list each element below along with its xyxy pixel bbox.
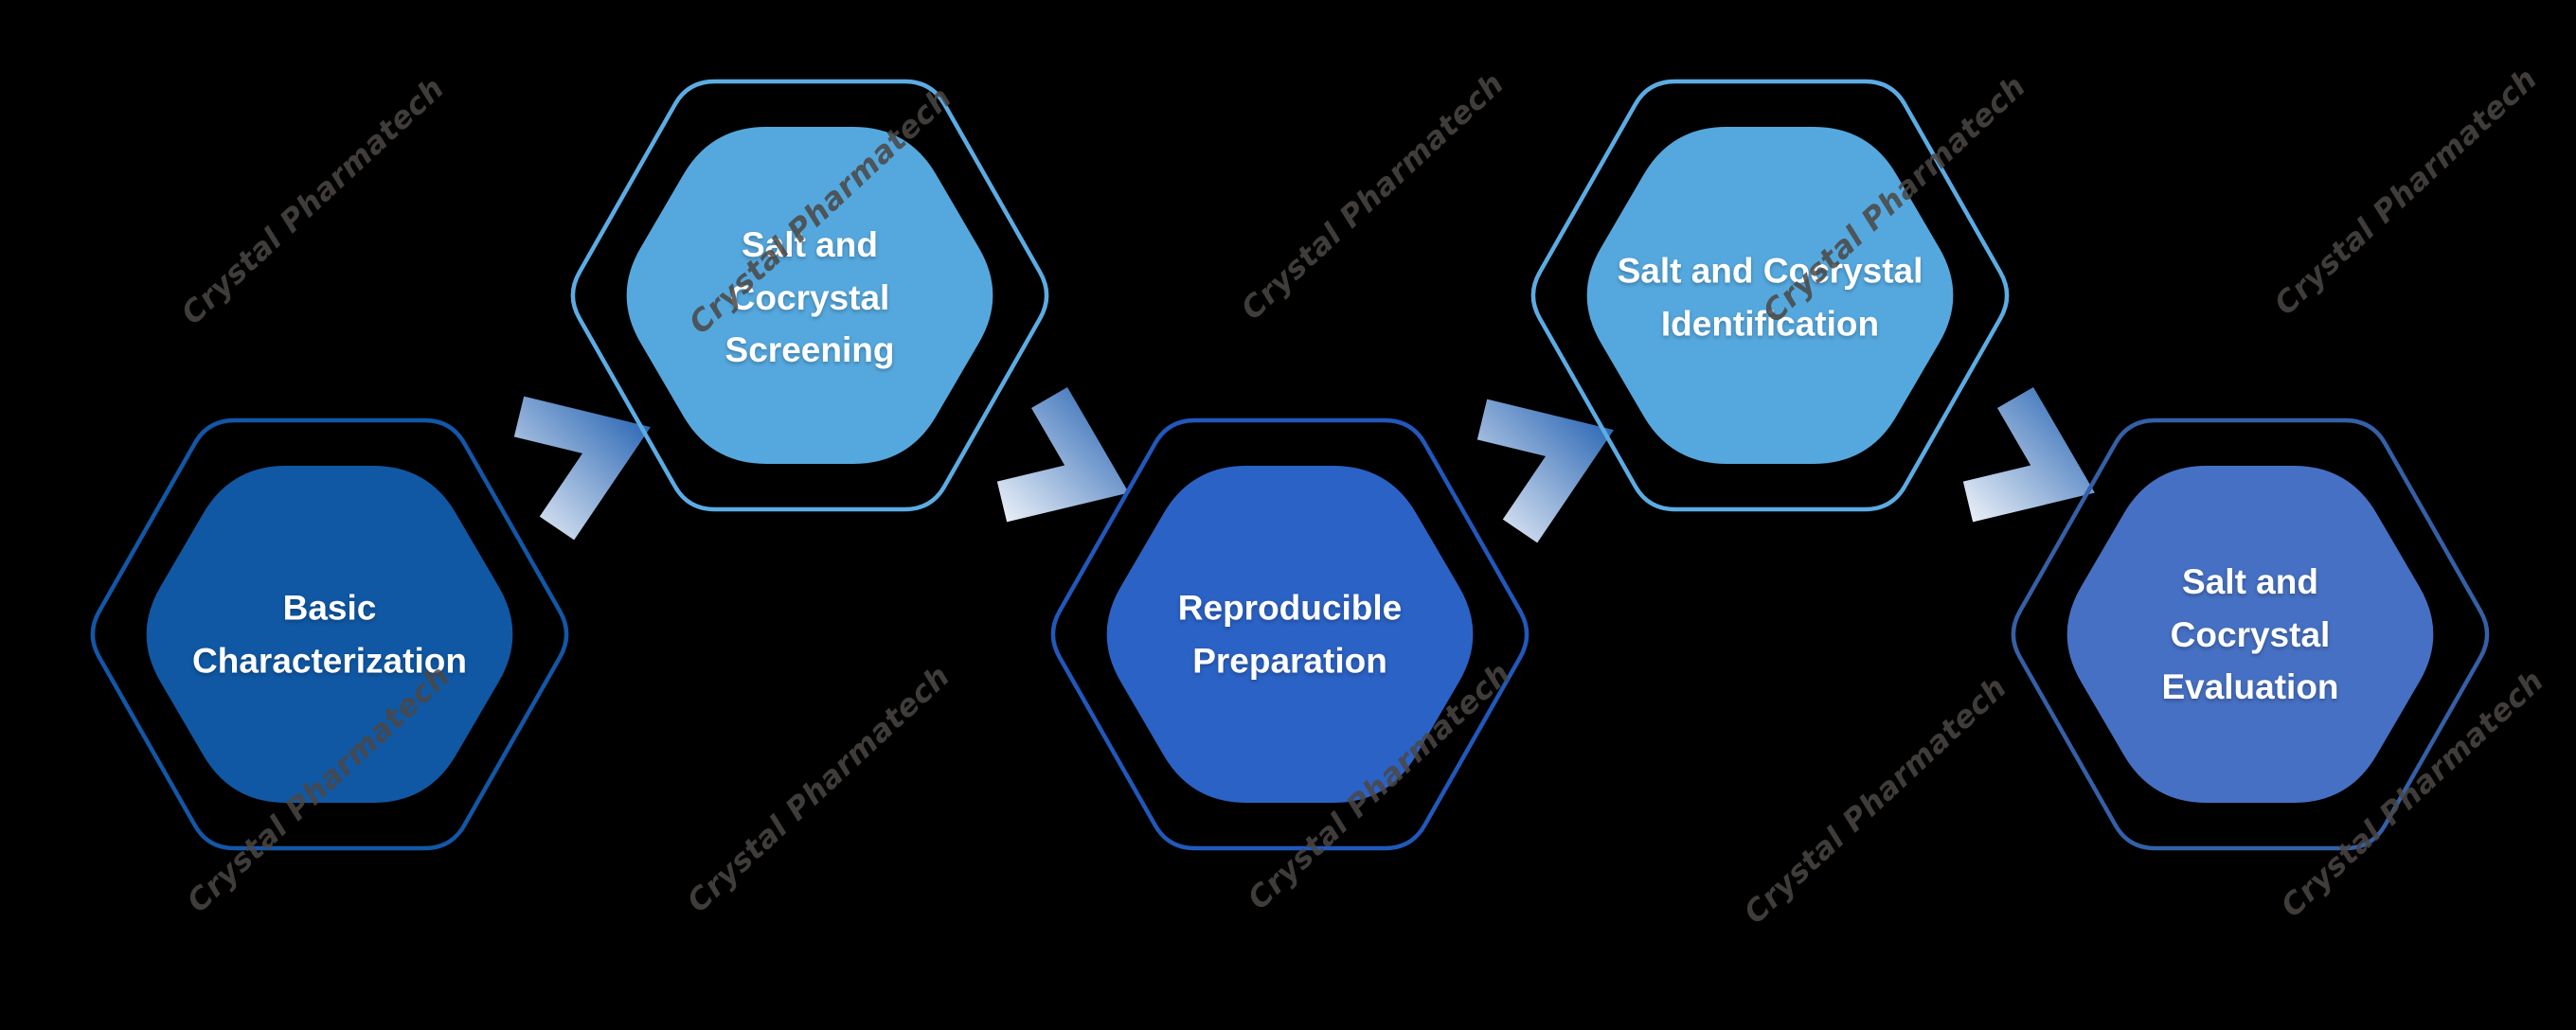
hexagon-outline-step-1 xyxy=(90,417,569,851)
hexagon-outline-step-2 xyxy=(570,79,1049,512)
hexagon-outline-step-3 xyxy=(1050,417,1530,851)
hexagon-fill-step-1 xyxy=(146,466,513,803)
hexagon-label-salt-cocrystal-identification: Salt and Cocrystal Identification xyxy=(1617,251,1923,344)
hexagon-fill-step-3 xyxy=(1106,466,1474,803)
flow-arrow-2-down-right xyxy=(996,386,1129,523)
hexagon-label-salt-cocrystal-screening: Salt and Cocrystal Screening xyxy=(724,224,895,369)
hexagon-fill-step-4 xyxy=(1586,127,1954,464)
flow-arrow-4-down-right xyxy=(1962,386,2095,523)
hexagon-label-basic-characterization: Basic Characterization xyxy=(192,588,467,681)
hexagon-outline-step-4 xyxy=(1530,79,2010,512)
hexagon-fill-step-5 xyxy=(2066,466,2434,803)
flow-arrow-1-up-right xyxy=(513,396,651,541)
flow-arrow-3-up-right xyxy=(1476,399,1614,543)
hexagon-fill-step-2 xyxy=(626,127,993,464)
hexagon-label-reproducible-preparation: Reproducible Preparation xyxy=(1177,588,1403,681)
hexagon-label-salt-cocrystal-evaluation: Salt and Cocrystal Evaluation xyxy=(2161,561,2339,706)
hexagon-outline-step-5 xyxy=(2011,417,2490,851)
